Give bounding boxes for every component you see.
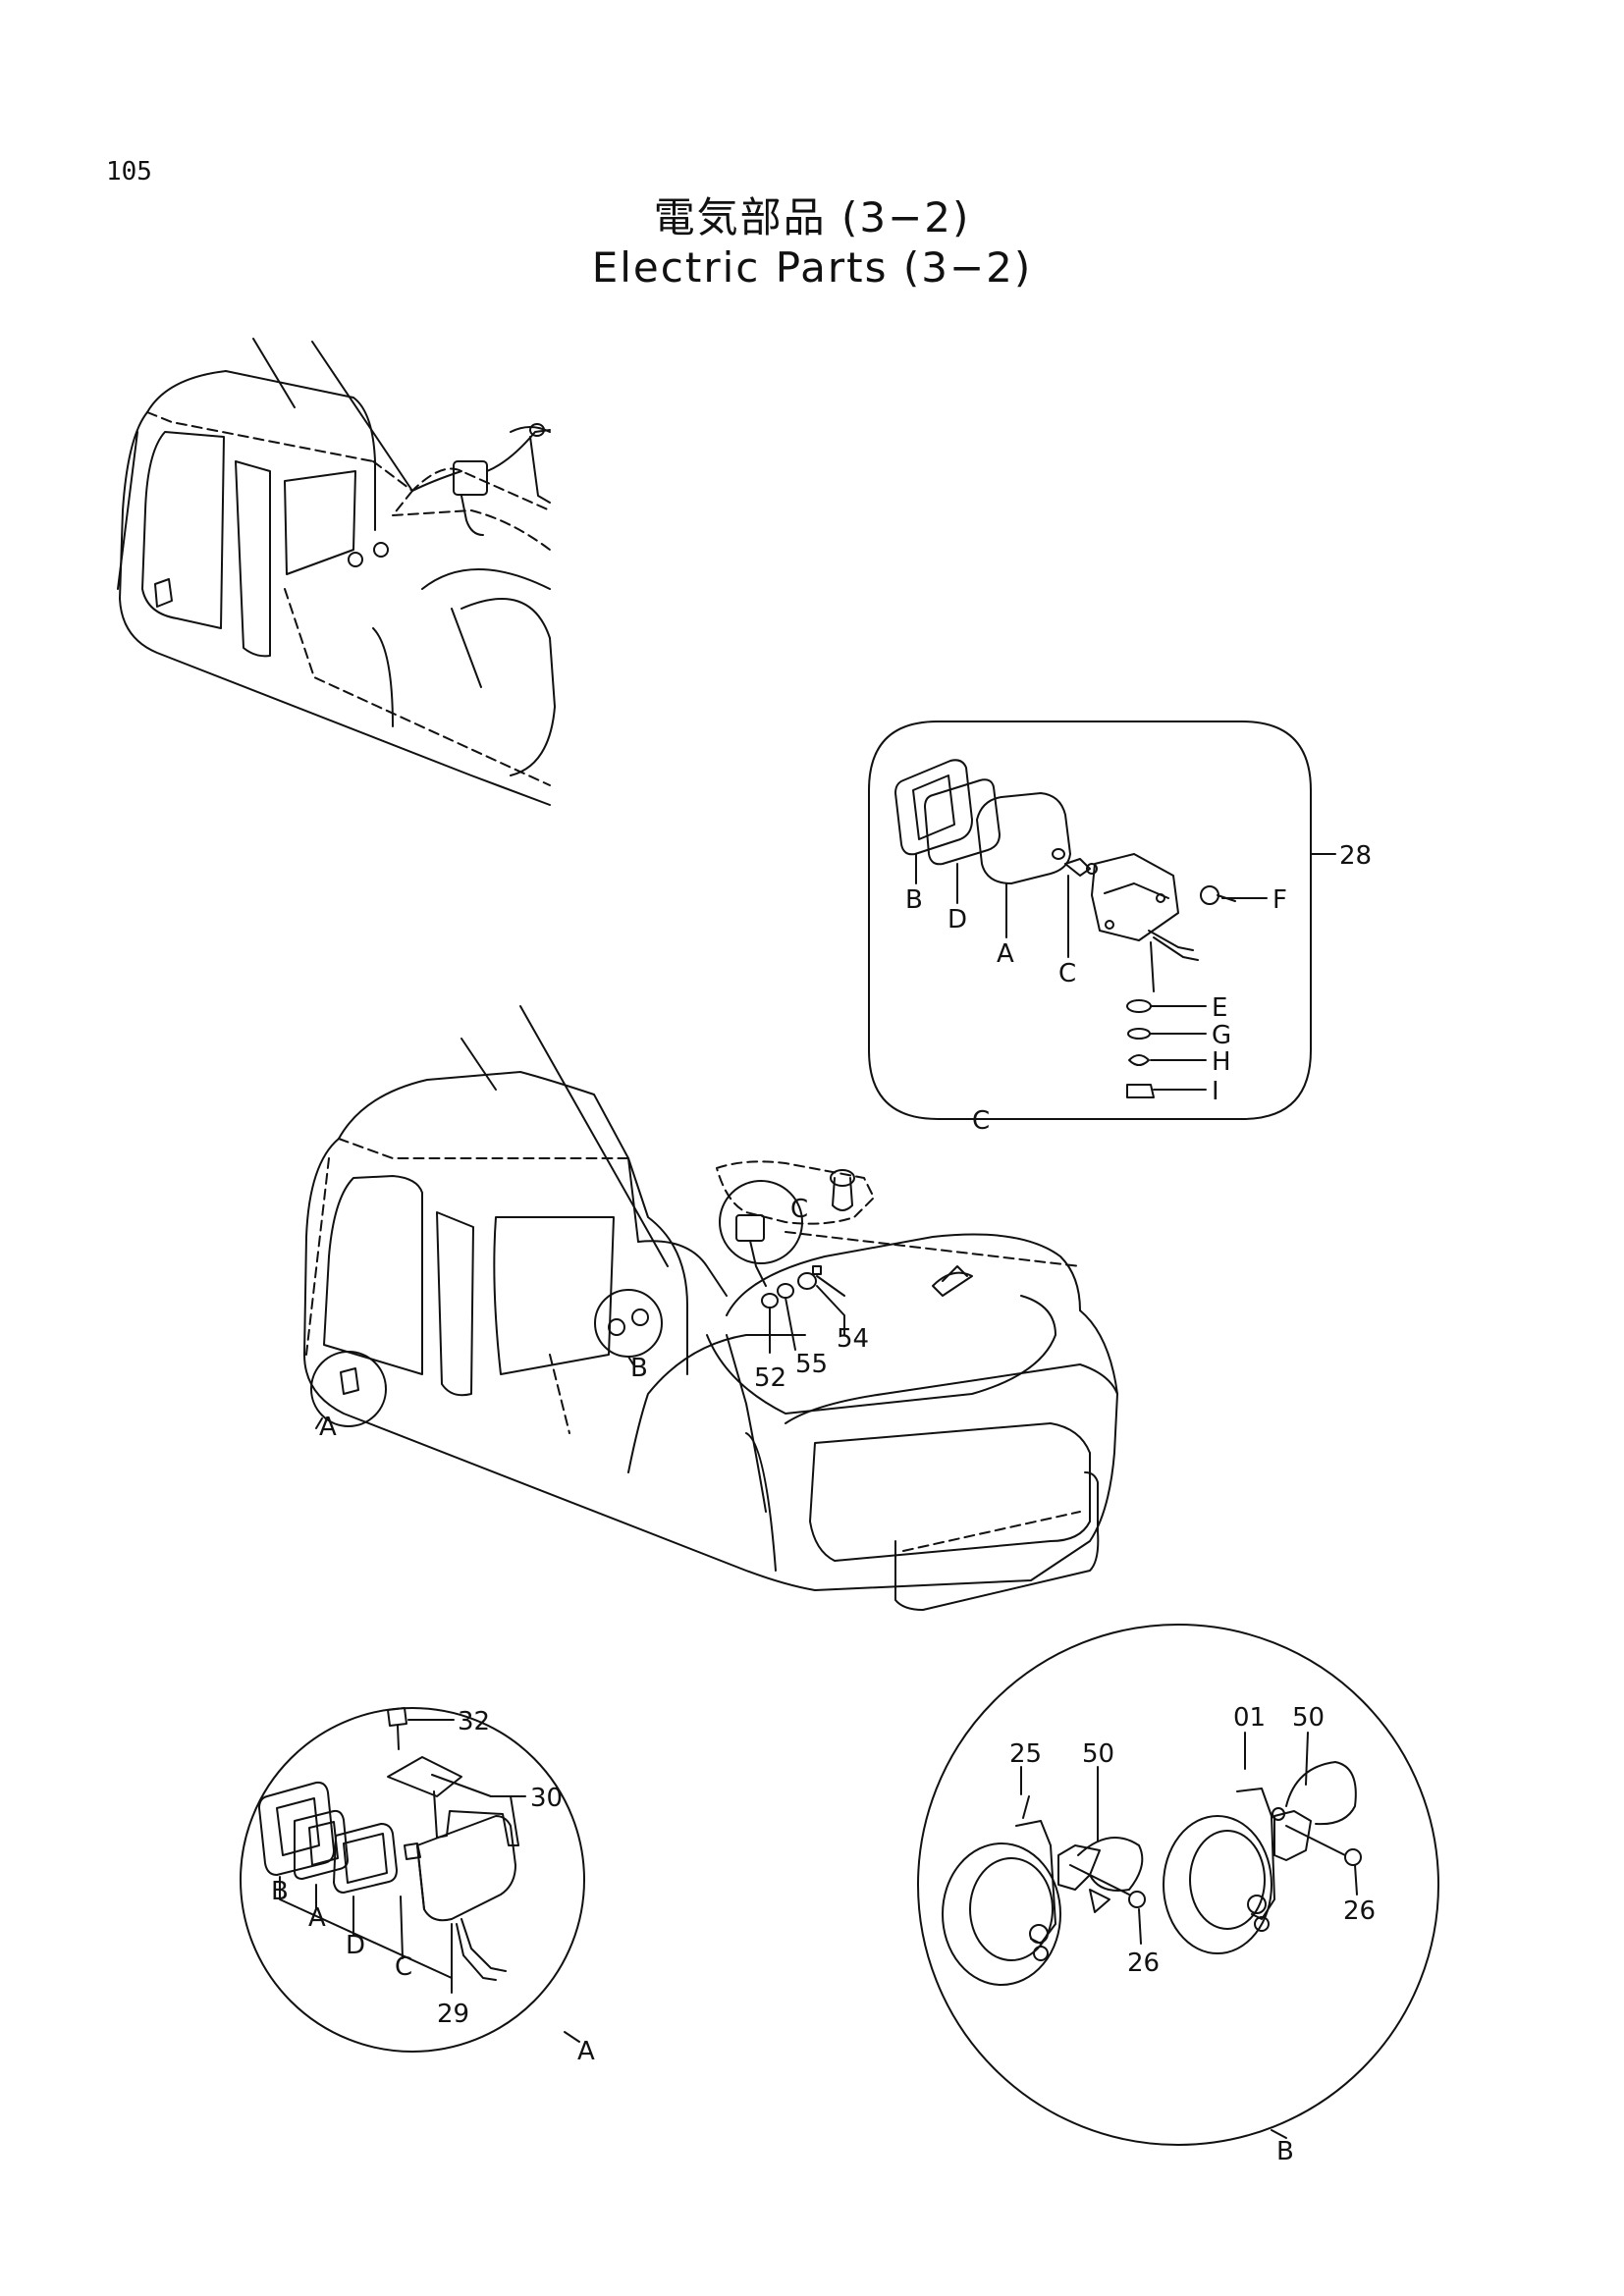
excavator-overview-top: [117, 338, 556, 806]
page-number: 105: [106, 157, 152, 187]
label-c-e: E: [1212, 993, 1227, 1023]
label-c-g: G: [1212, 1021, 1231, 1050]
label-c-b: B: [905, 885, 923, 915]
label-main-b: B: [630, 1354, 648, 1383]
label-a-30: 30: [530, 1784, 563, 1813]
label-a-b: B: [271, 1877, 289, 1906]
label-b-50-left: 50: [1082, 1739, 1114, 1769]
label-main-c: C: [790, 1195, 808, 1224]
label-a-d: D: [346, 1931, 365, 1960]
part-labels: 28 B D A C F E G H I C C B A 52 55 54 A …: [271, 841, 1376, 2166]
label-c-i: I: [1212, 1077, 1219, 1106]
detail-b-circle: [917, 1624, 1439, 2146]
label-b-ref: B: [1276, 2137, 1294, 2166]
label-main-54: 54: [837, 1324, 869, 1354]
page-title-english: Electric Parts (3−2): [591, 243, 1033, 292]
label-a-c: C: [395, 1952, 412, 1982]
page-title-japanese: 電気部品 (3−2): [653, 193, 971, 241]
label-main-a: A: [319, 1413, 337, 1442]
excavator-main-view: [303, 1005, 1118, 1611]
label-main-55: 55: [795, 1350, 828, 1379]
label-main-52: 52: [754, 1363, 786, 1393]
detail-a-circle: [240, 1707, 585, 2053]
label-a-29: 29: [437, 2000, 469, 2029]
label-b-26-right: 26: [1343, 1896, 1376, 1926]
label-c-c: C: [1058, 959, 1076, 988]
label-c-ref: C: [972, 1106, 990, 1136]
label-c-f: F: [1272, 885, 1287, 915]
label-c-h: H: [1212, 1047, 1231, 1077]
label-c-a: A: [997, 939, 1014, 969]
label-28: 28: [1339, 841, 1372, 871]
detail-c-box: [868, 721, 1336, 1120]
label-b-26-left: 26: [1127, 1949, 1160, 1978]
label-a-ref: A: [577, 2037, 595, 2066]
label-b-50-right: 50: [1292, 1703, 1325, 1733]
label-c-d: D: [947, 905, 967, 934]
label-b-01: 01: [1233, 1703, 1266, 1733]
label-b-25: 25: [1009, 1739, 1042, 1769]
label-a-a: A: [308, 1903, 326, 1933]
label-a-32: 32: [458, 1707, 490, 1736]
